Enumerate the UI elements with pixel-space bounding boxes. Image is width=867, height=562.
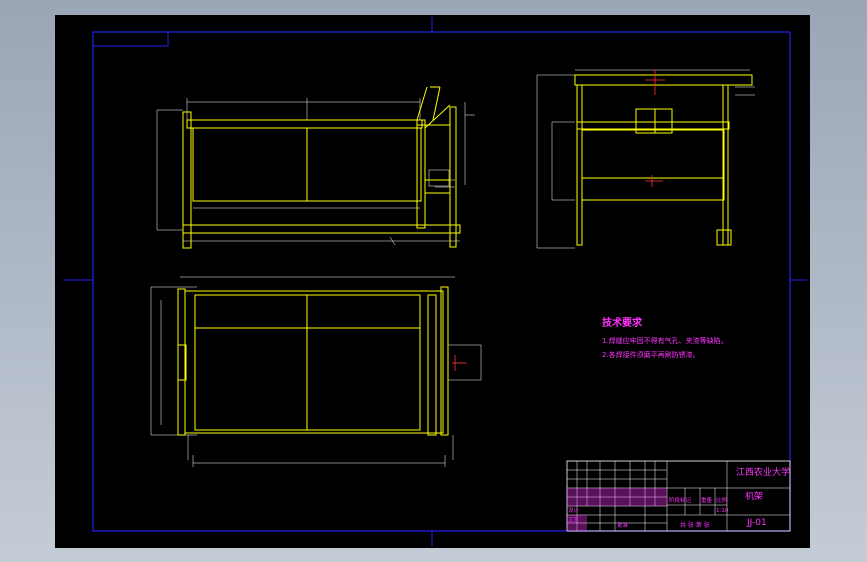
side-frame-parts	[574, 74, 753, 246]
top-frame-parts	[177, 286, 449, 436]
outer-frame	[92, 31, 791, 532]
title-designer-label: 设计	[568, 506, 580, 514]
top-view	[150, 276, 482, 467]
title-scale-label: 比例	[716, 496, 728, 504]
title-weight-label: 重量	[701, 496, 713, 504]
front-view	[156, 86, 475, 249]
cad-drawing: 技术要求 1.焊缝应牢固不得有气孔、夹渣等缺陷。 2.各焊接件须磨平再刷防锈漆。	[63, 17, 807, 546]
drawing-sheet: 技术要求 1.焊缝应牢固不得有气孔、夹渣等缺陷。 2.各焊接件须磨平再刷防锈漆。	[55, 15, 810, 548]
top-dimensions	[150, 276, 482, 467]
title-process-label: 工艺	[568, 517, 580, 524]
title-approve-label: 批准	[617, 521, 629, 529]
title-block: 江西农业大学 机架 JJ-01 阶段标记 重量 比例 1:10 共 张 第 张 …	[566, 460, 791, 532]
side-view	[536, 69, 755, 249]
centering-marks	[63, 17, 807, 546]
title-part-name: 机架	[745, 490, 763, 502]
title-drawing-no: JJ-01	[746, 518, 767, 528]
top-centerlines	[452, 355, 467, 371]
side-centerlines	[645, 70, 665, 187]
notes-line-2: 2.各焊接件须磨平再刷防锈漆。	[602, 350, 700, 359]
title-school: 江西农业大学	[736, 466, 790, 478]
front-frame-parts	[182, 86, 461, 249]
title-block-fill	[567, 488, 667, 531]
title-stage-label: 阶段标记	[669, 496, 692, 504]
side-dimensions	[536, 69, 755, 249]
notes-line-1: 1.焊缝应牢固不得有气孔、夹渣等缺陷。	[602, 336, 728, 345]
title-block-grid	[567, 461, 790, 531]
title-sheet-label: 共 张 第 张	[680, 521, 710, 529]
front-dimensions	[156, 98, 475, 246]
notes-heading: 技术要求	[602, 316, 643, 329]
title-scale: 1:10	[716, 508, 729, 514]
frame-corner-label-box	[92, 31, 169, 47]
